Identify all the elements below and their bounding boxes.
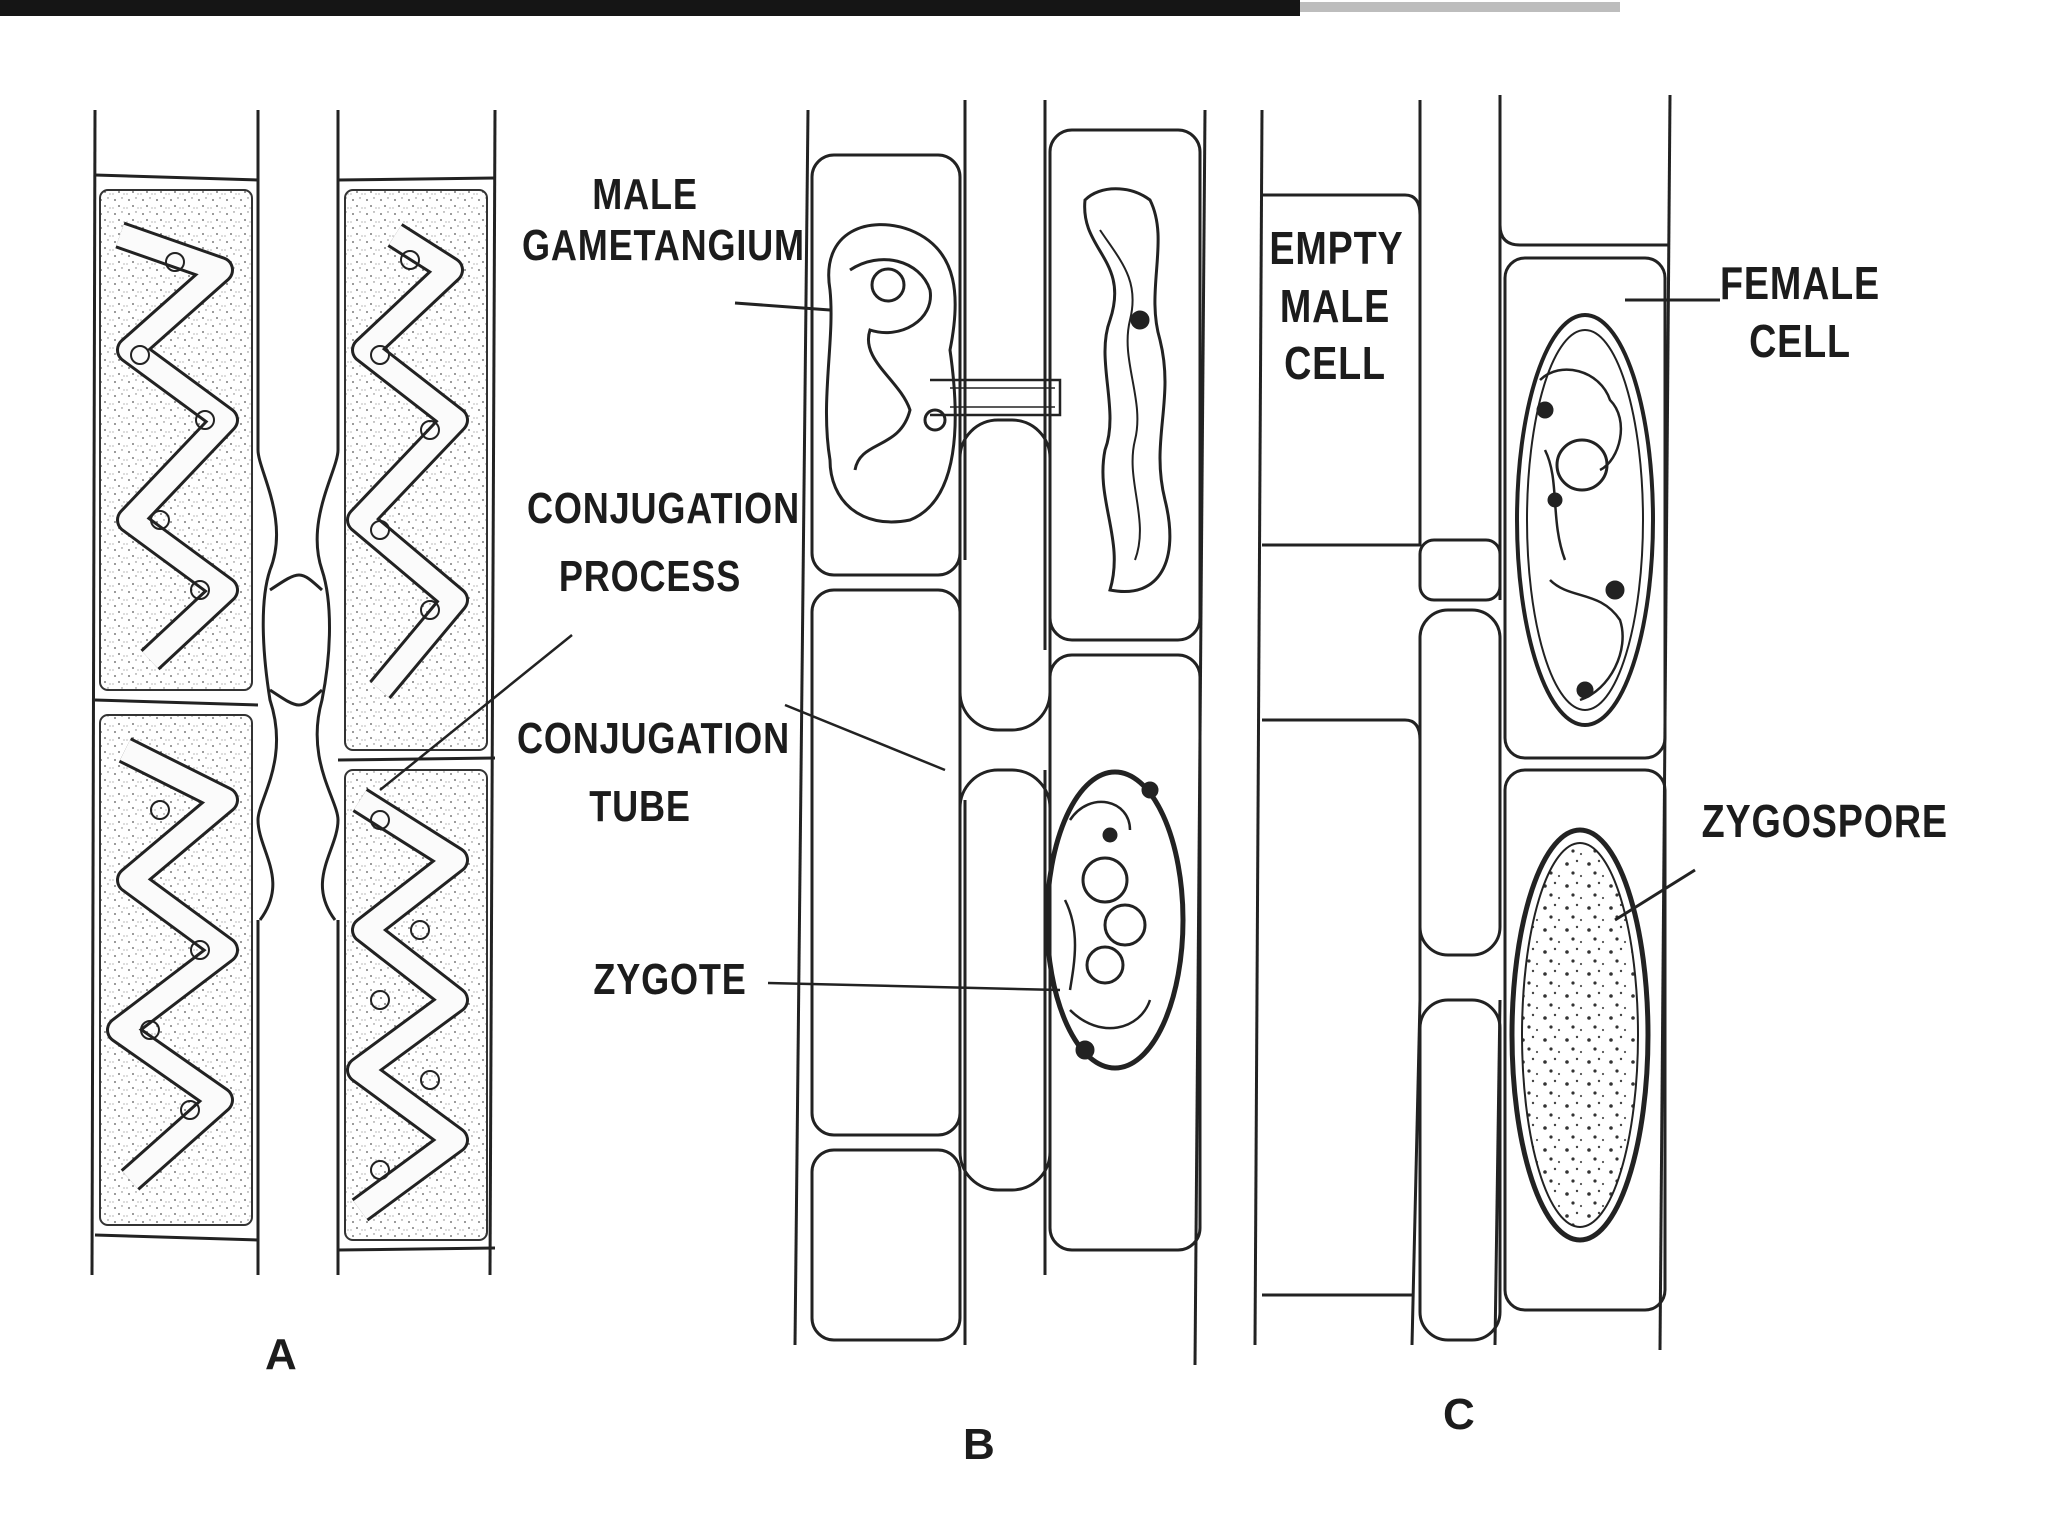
label-empty-male-cell: EMPTY MALE CELL <box>1269 220 1400 393</box>
label-conjugation-tube-line1: CONJUGATION <box>517 705 763 773</box>
label-conjugation-tube: CONJUGATION TUBE <box>517 705 763 841</box>
label-female-cell: FEMALE CELL <box>1718 255 1882 370</box>
label-conjugation-process-line1: CONJUGATION <box>527 475 773 543</box>
label-male-gametangium: MALE GAMETANGIUM <box>522 170 768 271</box>
label-conjugation-tube-line2: TUBE <box>517 773 763 841</box>
label-zygospore: ZYGOSPORE <box>1702 795 1899 848</box>
label-empty-male-cell-line2: MALE <box>1269 278 1400 336</box>
label-empty-male-cell-line3: CELL <box>1269 335 1400 393</box>
label-empty-male-cell-line1: EMPTY <box>1269 220 1400 278</box>
label-male-gametangium-line2: GAMETANGIUM <box>522 221 768 272</box>
panel-letter-a: A <box>265 1330 297 1380</box>
panel-b-drawing <box>735 100 1205 1365</box>
label-female-cell-line1: FEMALE <box>1718 255 1882 313</box>
panel-a-drawing <box>92 110 572 1275</box>
label-conjugation-process: CONJUGATION PROCESS <box>527 475 773 611</box>
label-zygote: ZYGOTE <box>588 955 752 1006</box>
label-female-cell-line2: CELL <box>1718 313 1882 371</box>
panel-letter-b: B <box>963 1420 995 1470</box>
label-male-gametangium-line1: MALE <box>522 170 768 221</box>
label-conjugation-process-line2: PROCESS <box>527 543 773 611</box>
panel-letter-c: C <box>1443 1390 1475 1440</box>
